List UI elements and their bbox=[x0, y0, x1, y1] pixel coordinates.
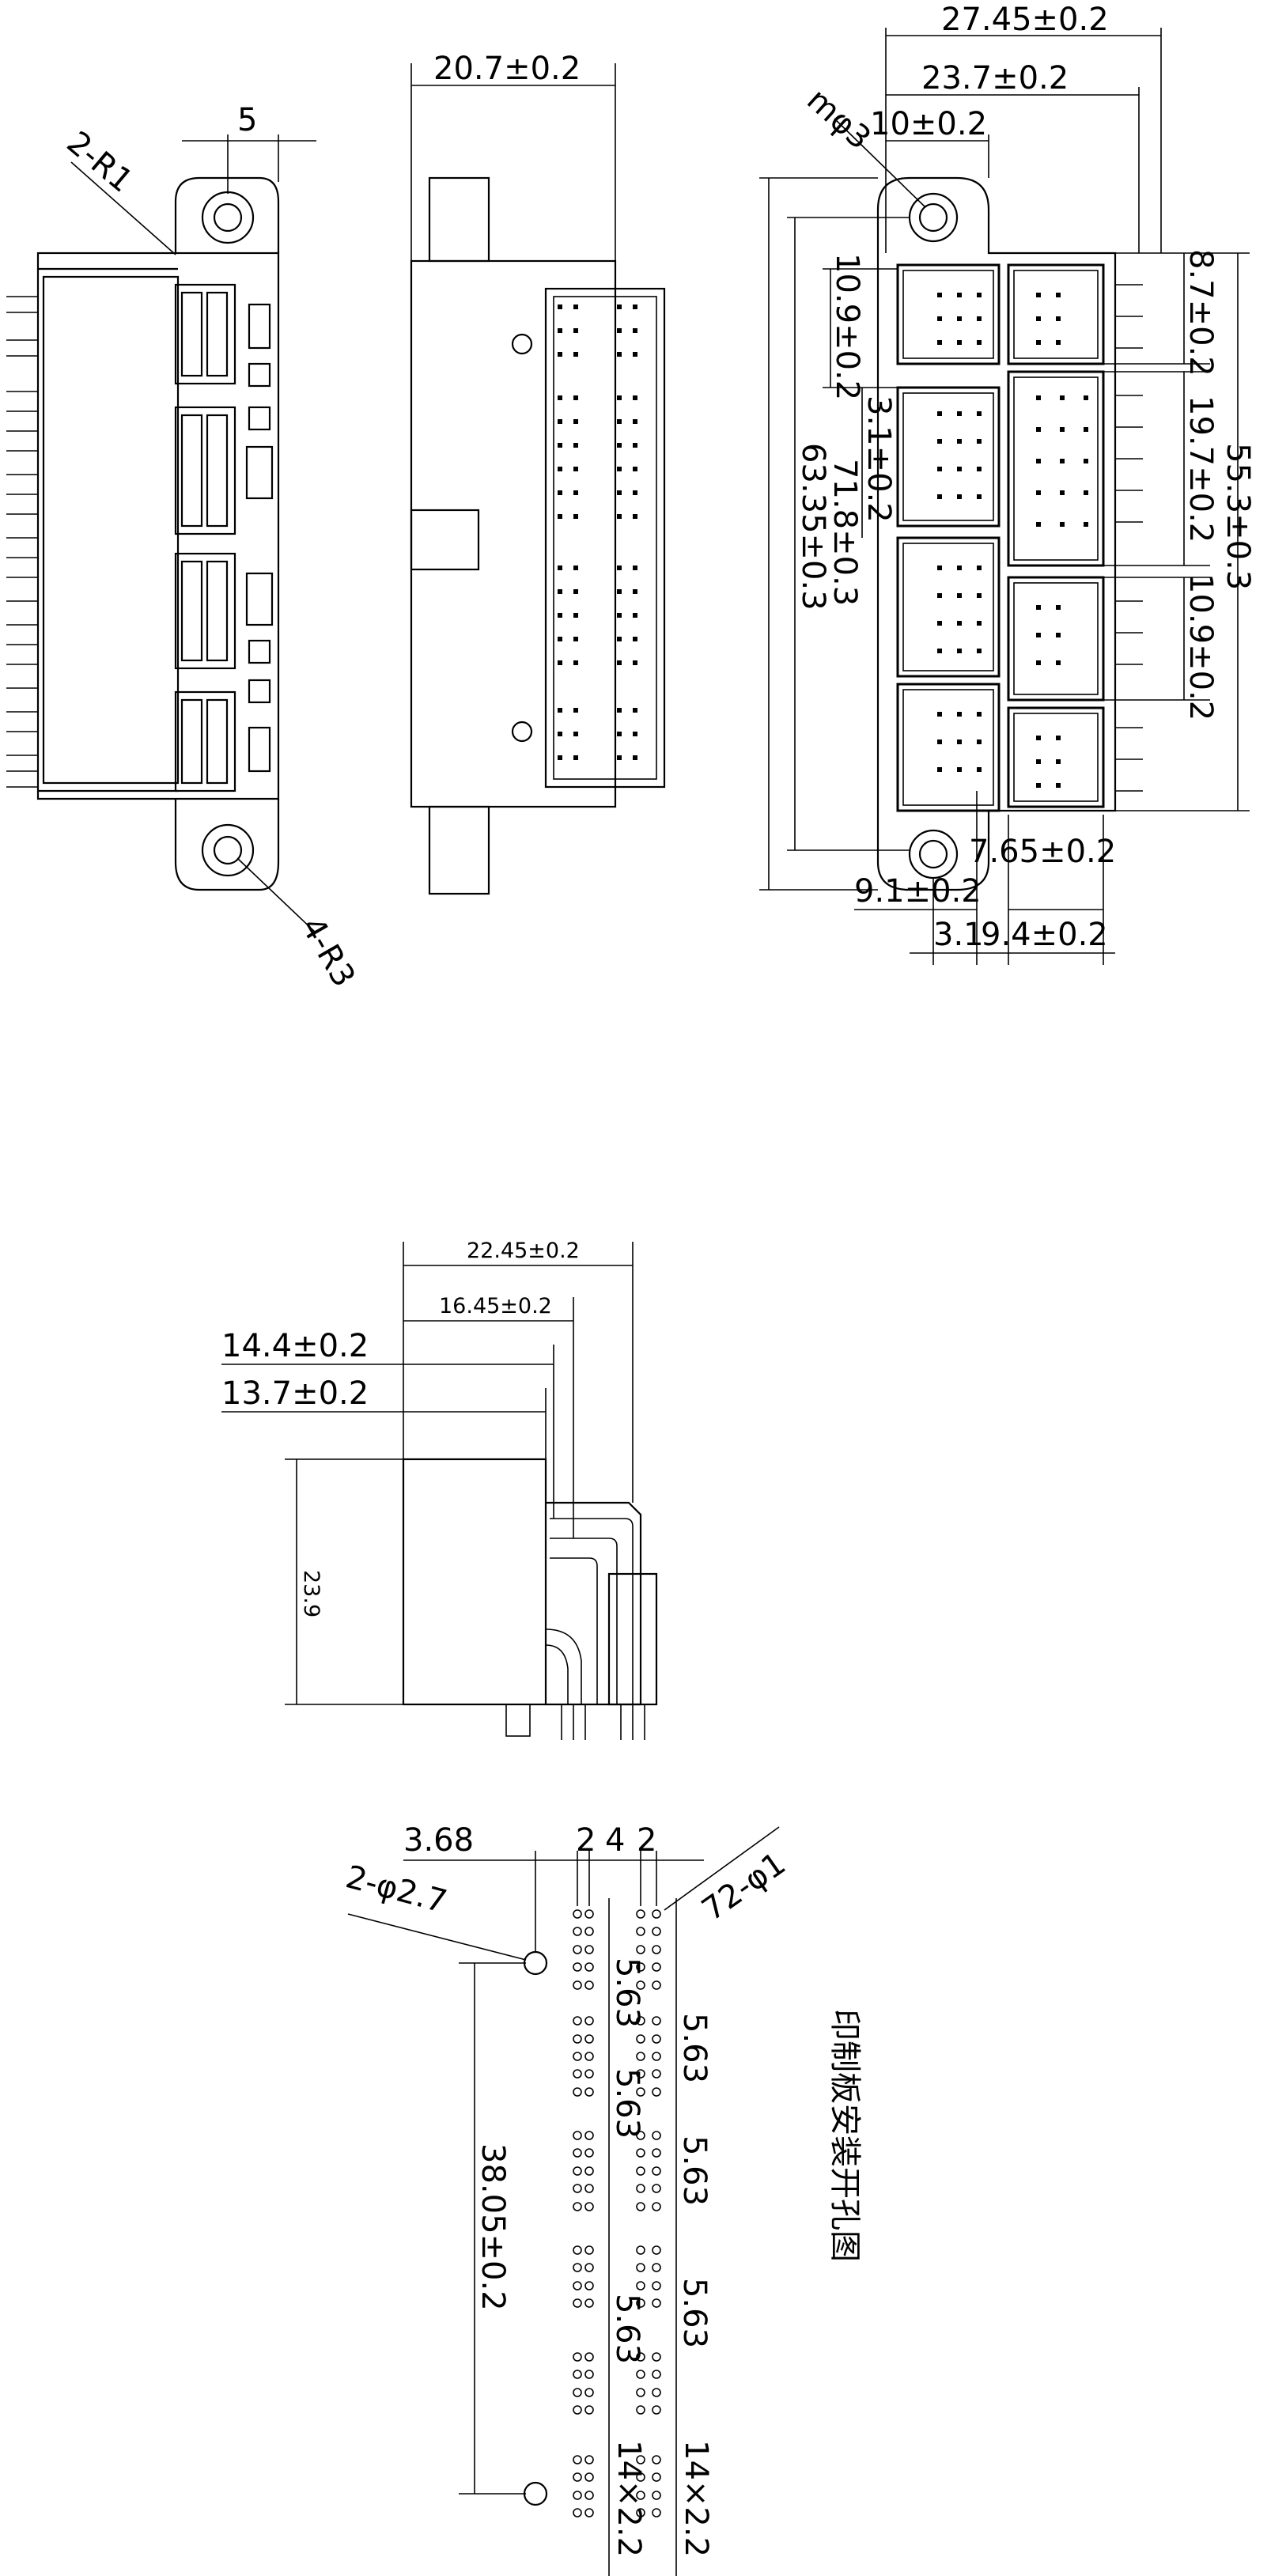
pcb-pin-holes bbox=[573, 1909, 661, 2517]
note-corner-radius: 2-R1 bbox=[60, 124, 140, 199]
dim-top-cavity: 10±0.2 bbox=[870, 106, 987, 142]
front-view: 5 2-R1 4-R3 bbox=[6, 102, 362, 993]
front-pins bbox=[6, 296, 38, 788]
dim-profile-a: 22.45±0.2 bbox=[467, 1239, 580, 1263]
dim-pcb-offset: 3.68 bbox=[403, 1822, 474, 1859]
dim-profile-d: 13.7±0.2 bbox=[221, 1375, 369, 1412]
side-contact-dots bbox=[558, 305, 637, 760]
dim-top-right-2: 19.7±0.2 bbox=[1182, 395, 1219, 543]
dim-side-depth: 20.7±0.2 bbox=[433, 51, 581, 87]
side-contact-block bbox=[544, 287, 666, 789]
dim-pcb-group-1: 5.63 bbox=[609, 1958, 645, 2028]
note-top-hole: mφ3 bbox=[800, 81, 877, 157]
profile-view: 22.45±0.2 16.45±0.2 14.4±0.2 13.7±0.2 23… bbox=[221, 1239, 658, 1740]
dim-top-right-total: 55.3±0.3 bbox=[1220, 443, 1256, 590]
dim-pcb-group-5: 5.63 bbox=[676, 2135, 713, 2206]
top-outline bbox=[876, 176, 1117, 891]
dim-top-body-height: 63.35±0.3 bbox=[795, 443, 831, 611]
dim-pcb-pitch-1: 2 bbox=[576, 1822, 596, 1859]
top-view: 27.45±0.2 23.7±0.2 10±0.2 mφ3 71.8±0.3 6… bbox=[759, 2, 1256, 965]
dim-pcb-cols-left: 14×2.2 bbox=[611, 2440, 647, 2557]
dim-top-inner: 23.7±0.2 bbox=[921, 60, 1069, 96]
dim-top-right-1: 8.7±0.2 bbox=[1182, 249, 1219, 376]
mount-hole-lower bbox=[523, 2481, 548, 2506]
dim-top-height: 71.8±0.3 bbox=[827, 459, 863, 606]
side-view: 20.7±0.2 bbox=[410, 51, 666, 895]
mount-hole-bottom bbox=[201, 823, 255, 877]
dim-pcb-pitch-3: 2 bbox=[637, 1822, 656, 1859]
pcb-layout: 3.68 2 4 2 72-φ1 2-φ2.7 38.05±0.2 5.63 5… bbox=[342, 1822, 863, 2576]
note-pcb-pins: 72-φ1 bbox=[695, 1845, 792, 1928]
dim-pcb-cols-right: 14×2.2 bbox=[678, 2440, 714, 2557]
dim-top-bottom-2: 9.1±0.2 bbox=[854, 873, 982, 910]
dim-top-bottom-3: 3.1 bbox=[933, 917, 984, 953]
front-latches bbox=[174, 283, 274, 792]
top-pins bbox=[1115, 284, 1143, 792]
dim-top-right-3: 10.9±0.2 bbox=[1182, 573, 1219, 721]
dim-pcb-pitch-2: 4 bbox=[605, 1822, 625, 1859]
dim-top-pitch: 3.1±0.2 bbox=[861, 395, 897, 523]
front-body bbox=[36, 252, 280, 800]
dim-profile-height: 23.9 bbox=[299, 1570, 323, 1617]
dim-profile-c: 14.4±0.2 bbox=[221, 1328, 369, 1364]
dim-top-cavity-height: 10.9±0.2 bbox=[829, 253, 865, 400]
dim-pcb-group-4: 5.63 bbox=[676, 2013, 713, 2083]
bottom-flange bbox=[174, 799, 280, 891]
dim-pcb-group-2: 5.63 bbox=[609, 2068, 645, 2139]
dim-top-bottom-1: 7.65±0.2 bbox=[969, 834, 1116, 870]
dim-profile-b: 16.45±0.2 bbox=[439, 1294, 552, 1318]
dim-pcb-group-6: 5.63 bbox=[676, 2278, 713, 2348]
dim-pcb-span: 38.05±0.2 bbox=[475, 2143, 511, 2311]
note-hole-radius: 4-R3 bbox=[293, 911, 361, 993]
mount-hole-upper bbox=[523, 1950, 548, 1976]
note-pcb-mount: 2-φ2.7 bbox=[342, 1859, 450, 1920]
dim-flange-width: 5 bbox=[237, 102, 257, 138]
top-cavities bbox=[896, 263, 1105, 812]
top-contact-dots bbox=[937, 293, 1088, 788]
top-flange bbox=[174, 176, 280, 253]
dim-top-bottom-4: 9.4±0.2 bbox=[981, 917, 1108, 953]
pcb-caption: 印制板安装开孔图 bbox=[827, 2009, 863, 2262]
dim-top-overall: 27.45±0.2 bbox=[941, 2, 1109, 38]
profile-body bbox=[402, 1458, 547, 1706]
dim-pcb-group-3: 5.63 bbox=[609, 2294, 645, 2364]
mount-hole-top bbox=[201, 191, 255, 244]
